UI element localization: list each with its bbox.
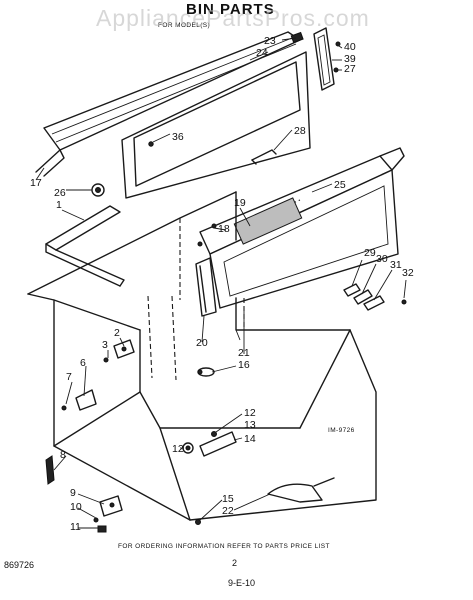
page-number: 2 [232,558,237,568]
watermark: AppliancePartsPros.com [96,5,370,31]
slide-parts-29-32 [343,283,407,311]
cabinet-body [27,191,377,521]
bracket-9 [93,495,123,533]
date-note: 9-E-10 [228,578,255,588]
top-back-panel [121,51,311,199]
callout-label: 12 [244,407,256,419]
doc-code: 869726 [4,560,34,570]
callout-label: 25 [334,179,346,191]
side-bracket [290,27,341,91]
callout-label: 9 [70,487,76,499]
callout-label: 26 [54,187,66,199]
callout-label: 13 [244,419,256,431]
callout-label: 8 [60,449,66,461]
callout-label: 36 [172,131,184,143]
callout-labels: 1 2 3 6 7 8 9 10 11 12 12 13 14 15 16 17… [30,35,414,533]
callout-label: 15 [222,493,234,505]
callout-label: 18 [218,223,230,235]
footer-note: FOR ORDERING INFORMATION REFER TO PARTS … [118,543,330,550]
hinge-part-2 [103,339,135,363]
callout-label: 6 [80,357,86,369]
handle-assembly-14 [182,431,237,457]
callout-label: 22 [222,505,234,517]
callout-label: 11 [70,521,81,533]
leader-lines [35,37,407,529]
roller-16 [197,367,215,377]
callout-label: 17 [30,177,42,189]
front-frame-1 [45,205,125,287]
callout-label: 10 [70,501,82,513]
callout-label: 39 [344,53,356,65]
callout-label: 12 [172,443,184,455]
callout-label: 27 [344,63,356,75]
callout-label: 16 [238,359,250,371]
ice-scoop-22 [267,477,335,503]
callout-label: 24 [256,47,268,59]
top-trim-strip [35,31,301,177]
callout-label: 29 [364,247,376,259]
clip-28 [251,149,277,165]
callout-label: 7 [66,371,72,383]
grommet-26 [91,183,105,197]
screw-15 [195,519,201,525]
callout-label: 23 [264,35,276,47]
figure-code: IM-9726 [328,427,355,434]
latch-part-6 [61,389,97,411]
callout-label: 28 [294,125,306,137]
drawer-panel [195,147,405,317]
callout-label: 1 [56,199,62,211]
callout-label: 20 [196,337,208,349]
callout-label: 2 [114,327,120,339]
callout-label: 14 [244,433,256,445]
callout-label: 30 [376,253,388,265]
diagram-title: BIN PARTS [186,1,275,18]
callout-label: 32 [402,267,414,279]
model-line: FOR MODEL(S) [158,22,210,29]
callout-label: 3 [102,339,108,351]
leg-8 [45,455,55,485]
callout-label: 31 [390,259,402,271]
callout-label: 40 [344,41,356,53]
callout-label: 19 [234,197,246,209]
